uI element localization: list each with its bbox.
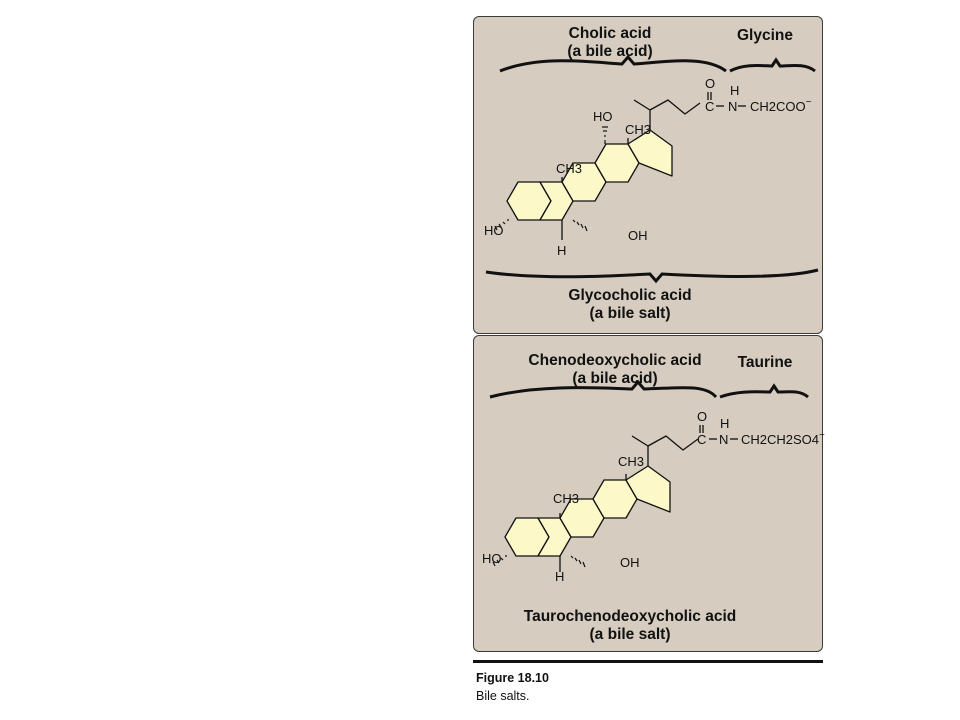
taurine-group-text: CH2CH2SO4− (741, 430, 825, 447)
carbonyl-o-2: O (697, 409, 707, 424)
ho-3-label: HO (484, 223, 504, 238)
glycocholic-panel (473, 16, 823, 334)
chenodeoxycholic-brace (489, 379, 718, 399)
glycine-label: Glycine (737, 27, 793, 44)
oh-7-label: OH (628, 228, 648, 243)
h-5-label-2: H (555, 569, 564, 584)
taurine-brace (719, 383, 809, 399)
glycocholic-brace (485, 268, 819, 284)
figure-number: Figure 18.10 (476, 671, 549, 685)
amide-h-1: H (730, 83, 739, 98)
carbonyl-c-2: C (697, 432, 706, 447)
glycine-group-text: CH2COO− (750, 97, 812, 114)
carbonyl-c-1: C (705, 99, 714, 114)
cholic-acid-label: Cholic acid(a bile acid) (567, 25, 653, 60)
ring-e (627, 129, 673, 177)
taurochenodeoxycholic-acid-label: Taurochenodeoxycholic acid(a bile salt) (523, 608, 737, 643)
ho-3-label-2: HO (482, 551, 502, 566)
cholic-acid-brace (499, 54, 727, 73)
carbonyl-o-1: O (705, 76, 715, 91)
taurine-label: Taurine (737, 354, 793, 371)
ch3-c19-label: CH3 (556, 161, 582, 176)
taurochenodeoxycholic-structure (504, 425, 738, 572)
glycine-brace (729, 57, 816, 73)
amide-h-2: H (720, 416, 729, 431)
oh-7-label-2: OH (620, 555, 640, 570)
amide-n-1: N (728, 99, 737, 114)
ch3-c19-label-2: CH3 (553, 491, 579, 506)
glycocholic-acid-label: Glycocholic acid(a bile salt) (568, 287, 692, 322)
figure-caption: Bile salts. (476, 689, 530, 703)
h-5-label: H (557, 243, 566, 258)
ch3-c18-label-2: CH3 (618, 454, 644, 469)
glycocholic-structure (506, 92, 746, 240)
hashed-bonds-1 (494, 126, 608, 232)
ho-12-label: HO (593, 109, 613, 124)
ch3-c18-label: CH3 (625, 122, 651, 137)
hashed-bonds-2 (492, 555, 586, 568)
amide-n-2: N (719, 432, 728, 447)
caption-rule (473, 660, 823, 663)
